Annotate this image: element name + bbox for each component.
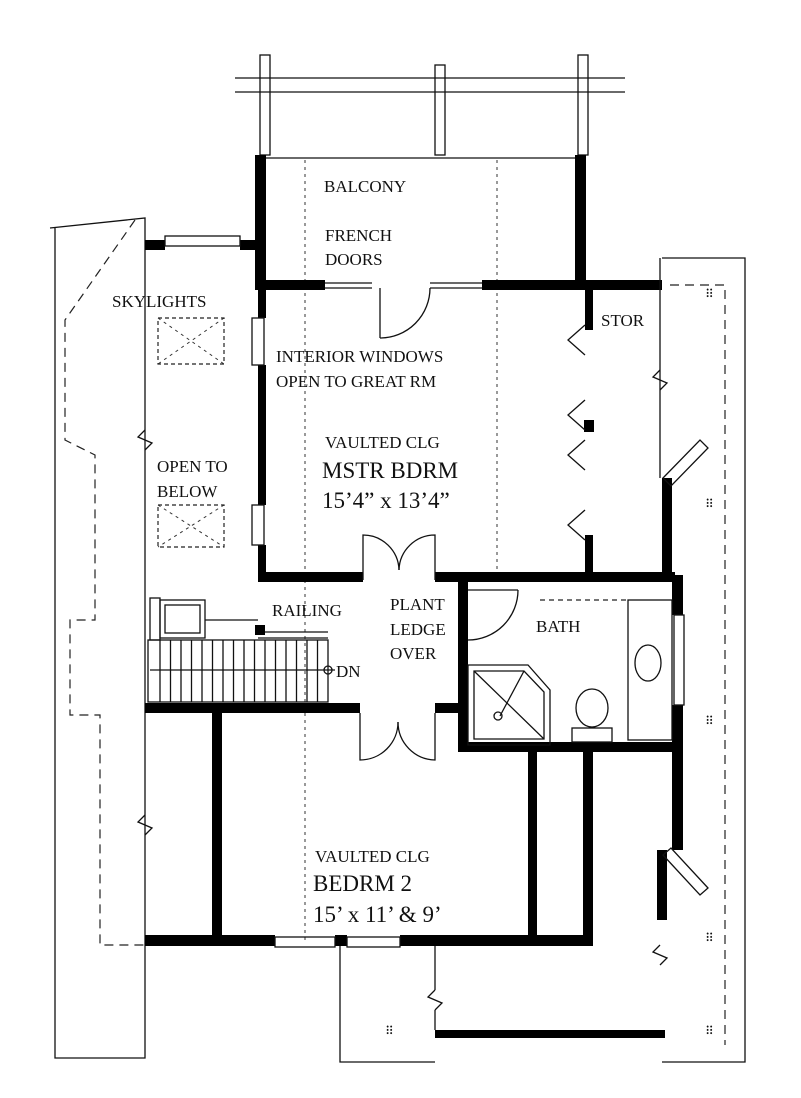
windows xyxy=(164,235,685,948)
bath-fixtures xyxy=(467,599,673,746)
open-to-below-label-line2: BELOW xyxy=(157,482,218,501)
skylight-bottom xyxy=(157,504,225,548)
bath-label: BATH xyxy=(536,617,580,636)
bedroom2-size: 15’ x 11’ & 9’ xyxy=(313,902,442,927)
railing-label: RAILING xyxy=(272,601,342,620)
master-vaulted-label: VAULTED CLG xyxy=(325,433,440,452)
french-doors-label-line2: DOORS xyxy=(325,250,383,269)
svg-text:⠿: ⠿ xyxy=(705,287,714,301)
bedroom2-vaulted-label: VAULTED CLG xyxy=(315,847,430,866)
svg-text:⠿: ⠿ xyxy=(705,931,714,945)
post-markers: ⠿ ⠿ ⠿ ⠿ ⠿ ⠿ xyxy=(385,287,714,1038)
bedroom-doors xyxy=(359,534,436,761)
bedroom2-name: BEDRM 2 xyxy=(313,871,412,896)
french-doors-label-line1: FRENCH xyxy=(325,226,392,245)
svg-text:⠿: ⠿ xyxy=(705,497,714,511)
plant-ledge-label-line2: LEDGE xyxy=(390,620,446,639)
balcony-railing xyxy=(235,54,625,159)
stairs-down-label: DN xyxy=(336,662,361,681)
closet-doors xyxy=(567,324,586,541)
skylights-label: SKYLIGHTS xyxy=(112,292,206,311)
svg-text:⠿: ⠿ xyxy=(705,1024,714,1038)
plant-ledge-label-line1: PLANT xyxy=(390,595,445,614)
svg-text:⠿: ⠿ xyxy=(705,714,714,728)
interior-windows-label-line2: OPEN TO GREAT RM xyxy=(276,372,436,391)
walls xyxy=(145,155,683,1038)
master-bedroom-size: 15’4” x 13’4” xyxy=(322,488,450,513)
master-bedroom-name: MSTR BDRM xyxy=(322,458,458,483)
plant-ledge-label-line3: OVER xyxy=(390,644,437,663)
balcony-label: BALCONY xyxy=(324,177,406,196)
interior-windows-label-line1: INTERIOR WINDOWS xyxy=(276,347,443,366)
wall-breaks xyxy=(136,369,709,1030)
stor-label: STOR xyxy=(601,311,645,330)
skylight-top xyxy=(157,317,225,365)
stairs xyxy=(147,597,335,703)
french-doors xyxy=(325,282,482,339)
open-to-below-label-line1: OPEN TO xyxy=(157,457,228,476)
roof-overhang-outline xyxy=(49,160,746,1063)
bath-door xyxy=(467,589,519,641)
svg-text:⠿: ⠿ xyxy=(385,1024,394,1038)
